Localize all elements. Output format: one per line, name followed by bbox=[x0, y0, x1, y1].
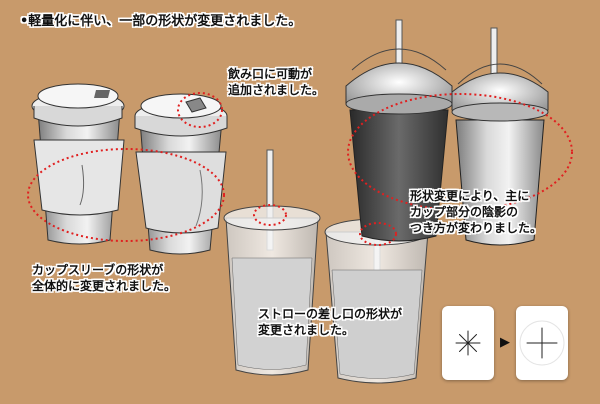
lid-note-line-1: 飲み口に可動が bbox=[228, 67, 313, 81]
straw-note-line-2: 変更されました。 bbox=[258, 323, 355, 337]
arrow-icon: ▶ bbox=[500, 335, 510, 350]
straw-slot-after-panel bbox=[516, 306, 568, 380]
sleeve-note-line-2: 全体的に変更されました。 bbox=[32, 279, 177, 293]
shading-note-line-1: 形状変更により、主に bbox=[410, 189, 530, 203]
dome-cup-old bbox=[345, 19, 453, 242]
lid-note: 飲み口に可動が 追加されました。 bbox=[228, 66, 324, 98]
asterisk-slit-icon bbox=[455, 330, 481, 356]
sleeve-note: カップスリーブの形状が 全体的に変更されました。 bbox=[32, 262, 176, 294]
lid-highlight bbox=[177, 92, 223, 128]
shading-note: 形状変更により、主に カップ部分の陰影の つき方が変わりました。 bbox=[410, 188, 542, 236]
sleeve-highlight bbox=[27, 148, 225, 242]
straw-slot-highlight-new bbox=[359, 222, 397, 246]
straw-note-line-1: ストローの差し口の形状が bbox=[258, 307, 403, 321]
shading-note-line-2: カップ部分の陰影の bbox=[410, 205, 519, 219]
dome-cup-new bbox=[451, 27, 549, 246]
shading-highlight bbox=[347, 93, 573, 211]
shading-note-line-3: つき方が変わりました。 bbox=[410, 221, 543, 235]
straw-slot-before-panel bbox=[442, 306, 494, 380]
sleeve-note-line-1: カップスリーブの形状が bbox=[32, 263, 164, 277]
straw-note: ストローの差し口の形状が 変更されました。 bbox=[258, 306, 402, 338]
highlight-rings bbox=[27, 92, 573, 246]
lid-note-line-2: 追加されました。 bbox=[228, 83, 325, 97]
hot-cup-new bbox=[134, 93, 228, 255]
clear-cup-straw-old bbox=[223, 149, 321, 376]
heading: •軽量化に伴い、一部の形状が変更されました。 bbox=[20, 14, 302, 29]
cross-slit-icon bbox=[519, 320, 565, 366]
straw-slot-highlight-old bbox=[253, 204, 287, 226]
hot-cup-old bbox=[31, 83, 125, 245]
